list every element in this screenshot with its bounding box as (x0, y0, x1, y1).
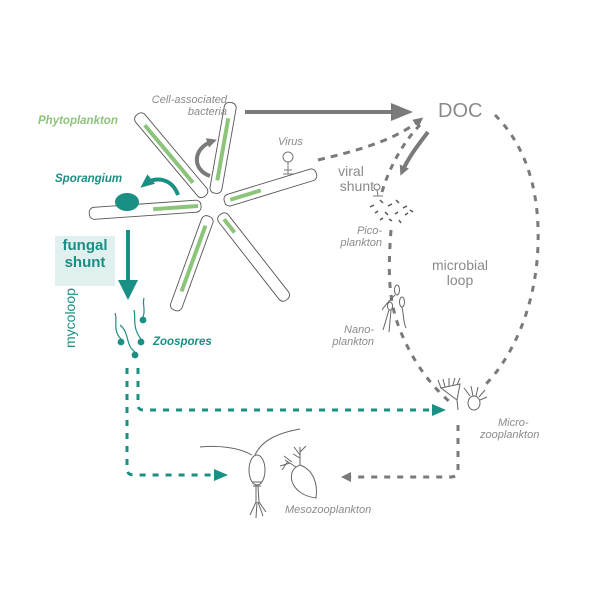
zoospores-icon (114, 297, 147, 359)
picoplankton-icon (369, 199, 414, 224)
nanoplankton-icon (381, 284, 407, 333)
nanoplankton-label: Nano- plankton (322, 324, 374, 348)
picoplankton-line2: plankton (340, 236, 382, 249)
diatom-arm-upper-left (134, 112, 209, 199)
microbial-loop-label: microbial loop (425, 258, 495, 287)
virus-icon (282, 151, 294, 175)
viral-shunt-to-doc-dashed-arrow (380, 123, 422, 193)
sporangium-icon (115, 193, 139, 211)
virus-label: Virus (278, 136, 303, 148)
microbial-loop-right-dashed (483, 113, 540, 387)
mesozooplankton-copepod-icon (199, 428, 301, 519)
zoospores-label: Zoospores (153, 336, 212, 348)
viral-shunt-line1: viral (338, 163, 364, 179)
microzooplankton-line2: zooplankton (480, 428, 540, 441)
picoplankton-label: Pico- plankton (328, 225, 382, 249)
diatom-arm-left (88, 199, 202, 220)
viral-shunt-virus-icon (373, 183, 383, 197)
mycoloop-to-mesozoo-dashed-arrow (125, 368, 228, 481)
diatom-arm-lower-right (217, 212, 291, 302)
nanoplankton-line1: Nano- (344, 324, 374, 336)
microzooplankton-line1: Micro- (498, 417, 529, 429)
fungal-shunt-line2: shunt (64, 253, 106, 271)
microzooplankton-icon (437, 377, 488, 411)
phytoplankton-colony (88, 101, 318, 312)
fungal-shunt-line1: fungal (62, 237, 108, 254)
picoplankton-line1: Pico- (356, 225, 382, 237)
cell-associated-bacteria-label: Cell-associated bacteria (135, 94, 227, 118)
phytoplankton-label: Phytoplankton (38, 115, 118, 127)
bacteria-curved-arrow (194, 138, 217, 178)
mycoloop-label: mycoloop (62, 288, 78, 348)
virus-to-doc-dashed-arrow (317, 117, 424, 162)
viral-shunt-line2: shunt (339, 177, 374, 194)
cell-associated-bacteria-line1: Cell-associated (151, 94, 227, 106)
mesozooplankton-daphnia-icon (279, 445, 317, 499)
microzooplankton-label: Micro- zooplankton (480, 417, 560, 441)
nanoplankton-line2: plankton (332, 335, 374, 348)
microbial-loop-line2: loop (446, 271, 474, 288)
cell-associated-bacteria-line2: bacteria (187, 105, 227, 118)
diatom-arm-upper (209, 101, 237, 194)
mesozooplankton-label: Mesozooplankton (285, 504, 372, 516)
fungal-shunt-box (55, 236, 115, 286)
fungal-shunt-label: fungal shunt (55, 237, 115, 271)
microbial-loop-line1: microbial (431, 257, 488, 273)
sporangium-arrow (140, 174, 180, 196)
doc-to-picoplankton-arrow (399, 130, 430, 176)
diatom-arm-lower-left (170, 215, 214, 312)
sporangium-label: Sporangium (55, 173, 123, 185)
microbial-loop-left-dashed (387, 229, 451, 404)
mycoloop-to-microzoo-dashed-arrow (136, 368, 446, 416)
doc-label: DOC (438, 100, 483, 122)
diatom-arm-upper-right (223, 168, 318, 207)
viral-shunt-label: viral shunt (328, 164, 374, 193)
microzoo-to-mesozoo-dashed-arrow (341, 425, 460, 482)
